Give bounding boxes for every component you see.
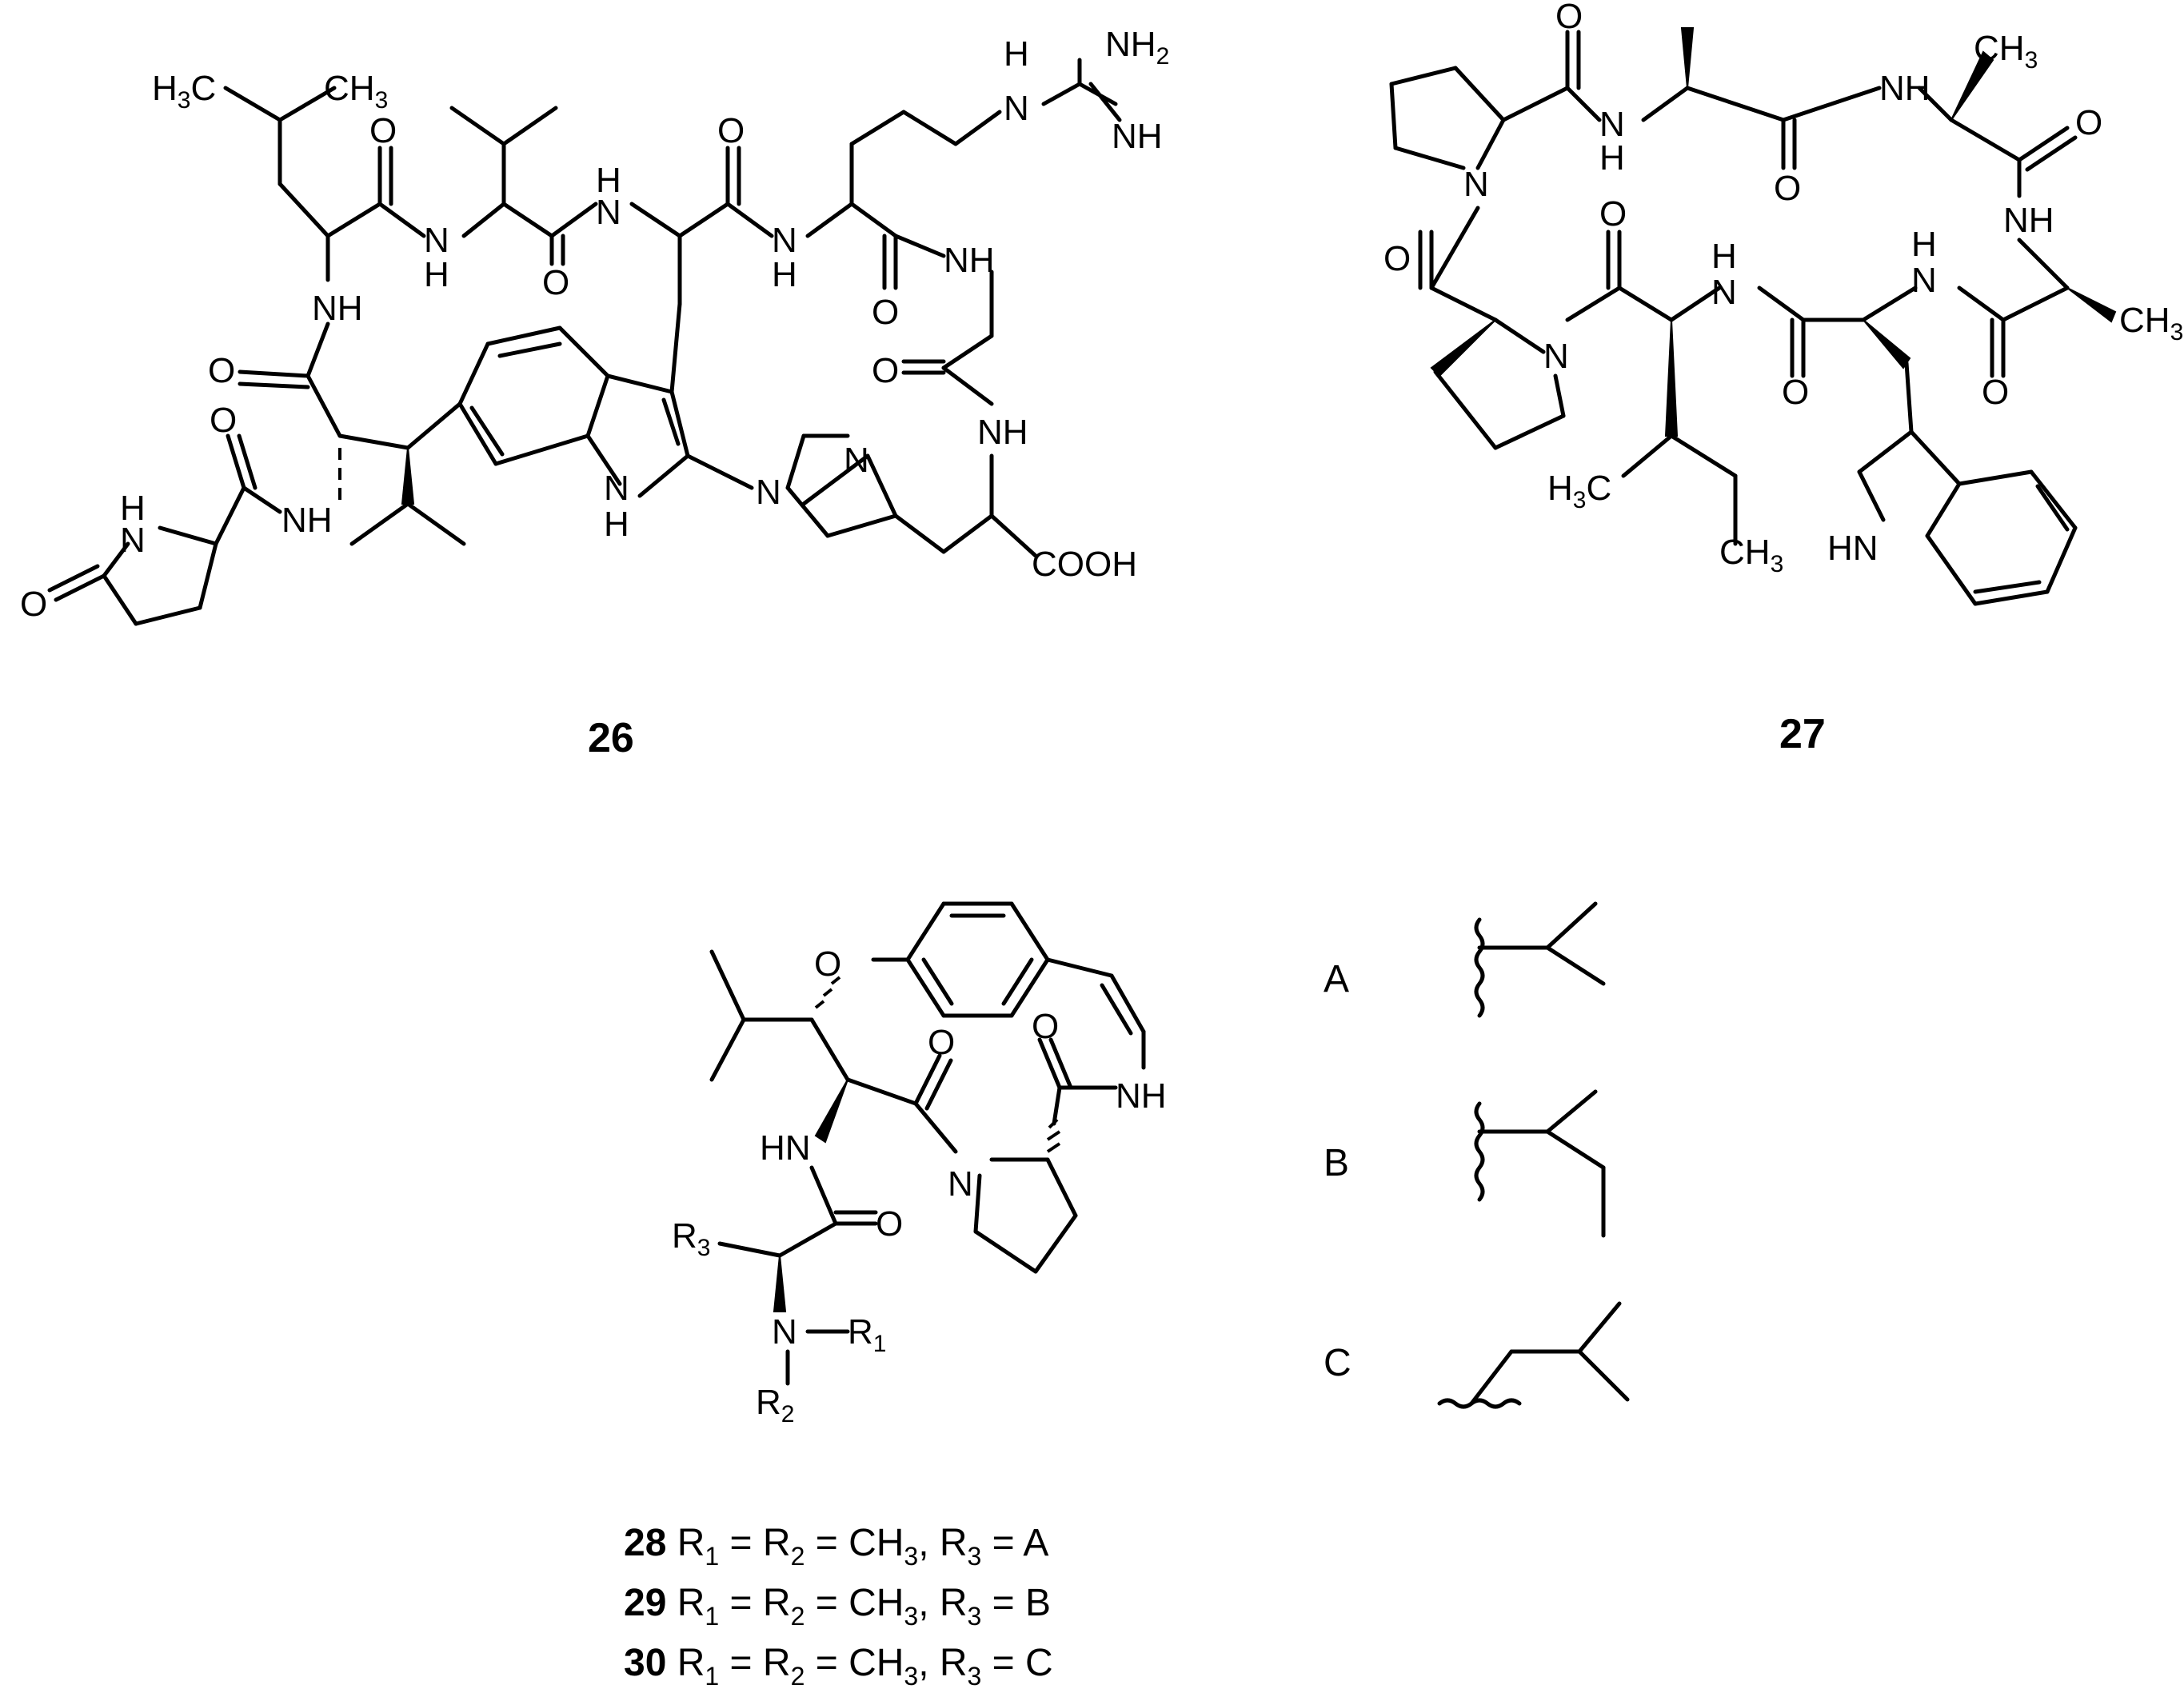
svg-text:H: H	[1911, 225, 1937, 264]
svg-text:O: O	[208, 351, 235, 390]
svg-text:H: H	[424, 255, 449, 294]
svg-text:O: O	[369, 111, 397, 150]
svg-text:N: N	[604, 469, 629, 508]
svg-text:N: N	[1911, 261, 1937, 300]
svg-text:NH: NH	[1116, 1076, 1167, 1116]
svg-text:CH3: CH3	[2119, 301, 2183, 345]
svg-text:N: N	[1599, 105, 1625, 144]
svg-text:O: O	[1782, 373, 1809, 412]
svg-text:NH: NH	[977, 413, 1028, 452]
svg-text:O: O	[814, 944, 841, 984]
svg-text:CH3: CH3	[324, 69, 388, 114]
svg-text:HN: HN	[760, 1128, 811, 1168]
svg-text:NH: NH	[1112, 117, 1163, 156]
svg-text:N: N	[120, 521, 146, 560]
svg-text:O: O	[928, 1023, 955, 1062]
svg-text:H: H	[1599, 138, 1625, 178]
substituent-B-label: B	[1324, 1142, 1349, 1184]
substituent-C-structure	[1437, 1301, 1630, 1409]
svg-text:N: N	[1711, 273, 1737, 312]
svg-text:O: O	[1383, 239, 1411, 278]
svg-text:H: H	[120, 489, 146, 528]
svg-text:R1: R1	[848, 1312, 886, 1357]
substituent-C-label: C	[1324, 1342, 1352, 1384]
legend-row-28: 28 R1 = R2 = CH3, R3 = A	[624, 1522, 1048, 1571]
svg-text:HN: HN	[1827, 529, 1879, 568]
svg-text:NH: NH	[1879, 69, 1930, 108]
svg-text:NH: NH	[312, 289, 363, 328]
svg-text:O: O	[876, 1204, 903, 1244]
svg-text:CH3: CH3	[1719, 533, 1783, 577]
substituent-B-structure	[1474, 1089, 1606, 1238]
svg-text:CH3: CH3	[1974, 29, 2038, 74]
svg-text:O: O	[2075, 103, 2102, 142]
svg-text:N: N	[772, 1312, 797, 1352]
compound-27-structure: O N N H O NH CH3 O NH CH3 O H N O H N O …	[1383, 0, 2183, 606]
svg-text:H: H	[604, 505, 629, 544]
svg-text:O: O	[872, 351, 899, 390]
compound-27-label: 27	[1779, 711, 1826, 757]
svg-text:NH: NH	[944, 241, 995, 280]
svg-text:O: O	[1032, 1007, 1059, 1046]
compound-26-structure: H3C CH3 O N H O H N O N H H N NH2 NH O N…	[20, 25, 1169, 626]
compound-26-label: 26	[588, 715, 634, 761]
svg-text:O: O	[210, 401, 237, 440]
svg-text:N: N	[1543, 337, 1569, 376]
legend-row-30: 30 R1 = R2 = CH3, R3 = C	[624, 1642, 1053, 1691]
compound-28-30-core-structure: O O O NH N HN O R3 N R1 R2	[672, 901, 1167, 1427]
svg-text:O: O	[717, 111, 745, 150]
svg-text:R2: R2	[756, 1383, 794, 1427]
svg-text:O: O	[1982, 373, 2009, 412]
substituent-A-label: A	[1324, 958, 1349, 1000]
svg-text:O: O	[1555, 0, 1583, 36]
legend-row-29: 29 R1 = R2 = CH3, R3 = B	[624, 1582, 1051, 1631]
svg-text:N: N	[424, 221, 449, 260]
svg-text:NH: NH	[281, 501, 333, 540]
svg-text:N: N	[844, 441, 869, 480]
svg-text:N: N	[1004, 89, 1029, 128]
svg-text:H: H	[772, 255, 797, 294]
svg-text:N: N	[948, 1164, 973, 1204]
svg-text:N: N	[772, 221, 797, 260]
svg-text:N: N	[756, 473, 781, 512]
substituent-A-structure	[1474, 901, 1606, 1018]
svg-text:H: H	[1711, 237, 1737, 276]
svg-text:NH: NH	[2003, 201, 2054, 240]
svg-text:R3: R3	[672, 1216, 710, 1261]
svg-text:COOH: COOH	[1032, 545, 1137, 584]
svg-text:H: H	[1004, 34, 1029, 74]
svg-text:H: H	[596, 161, 621, 200]
svg-text:O: O	[1774, 169, 1801, 208]
svg-text:N: N	[596, 193, 621, 232]
svg-text:O: O	[542, 263, 569, 302]
svg-text:H3C: H3C	[1547, 469, 1611, 513]
svg-text:H3C: H3C	[152, 69, 216, 114]
svg-text:O: O	[872, 293, 899, 332]
svg-text:O: O	[1599, 194, 1627, 234]
svg-text:N: N	[1463, 165, 1489, 204]
svg-text:NH2: NH2	[1105, 25, 1169, 70]
svg-text:O: O	[20, 585, 47, 624]
